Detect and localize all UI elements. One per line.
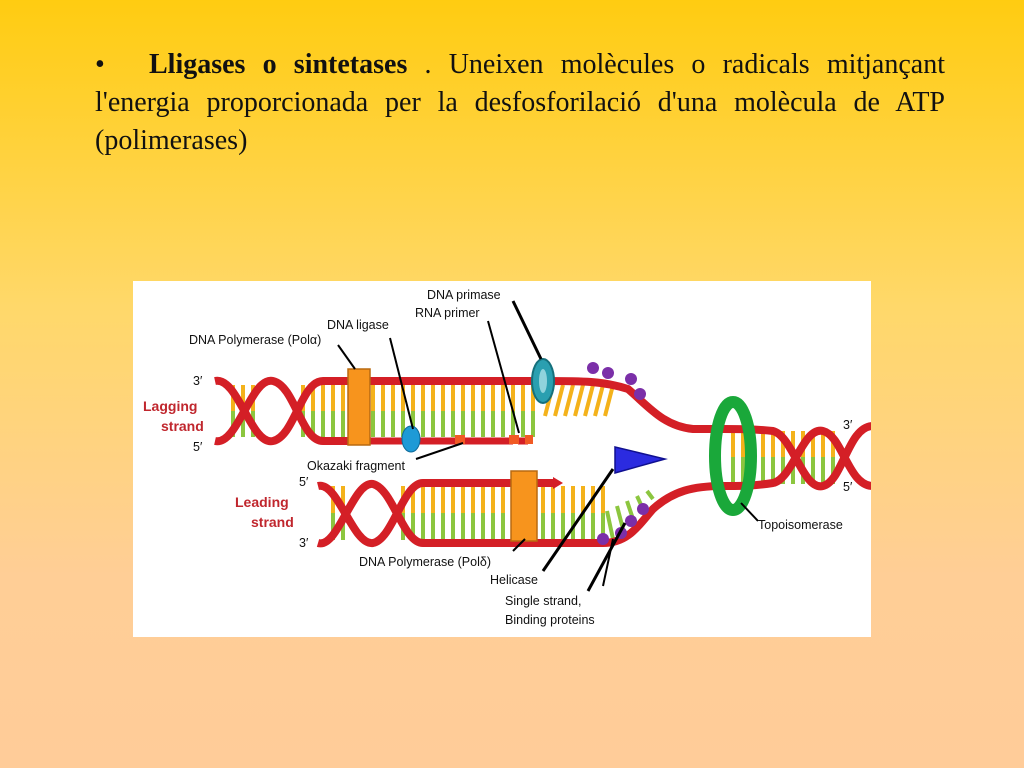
label-3-prime-lead: 3′ [299,536,309,550]
label-dna-ligase: DNA ligase [327,318,389,332]
dna-ligase-shape [401,425,421,453]
label-ssb-2: Binding proteins [505,613,595,627]
unpaired-base [645,489,655,501]
dna-replication-diagram: DNA primase RNA primer DNA ligase DNA Po… [143,288,871,627]
unpaired-base [615,505,625,530]
label-ssb-1: Single strand, [505,594,581,608]
leading-helix [316,477,724,548]
label-dna-polymerase-alpha: DNA Polymerase (Polα) [189,333,321,347]
label-dna-polymerase-delta: DNA Polymerase (Polδ) [359,555,491,569]
unpaired-base [593,384,605,417]
ssb-proteins [587,362,649,545]
label-helicase: Helicase [490,573,538,587]
topoisomerase-shape [709,396,757,516]
label-lagging-2: strand [161,418,204,434]
bullet-term: Lligases o sintetases [149,49,408,80]
label-lagging-1: Lagging [143,398,197,414]
rna-primer-mark [525,435,533,444]
label-5-prime-lead: 5′ [299,475,309,489]
label-5-prime-right: 5′ [843,480,853,494]
bullet-paragraph: • Lligases o sintetases . Uneixen molècul… [95,46,945,160]
label-5-prime-lag: 5′ [193,440,203,454]
label-3-prime-right: 3′ [843,418,853,432]
label-dna-primase: DNA primase [427,288,501,302]
label-topoisomerase: Topoisomerase [758,518,843,532]
bullet-marker: • [95,49,105,80]
bullet-text-line1: . Uneixen molècules o radicals [407,49,810,80]
unpaired-base [603,384,615,417]
label-leading-1: Leading [235,494,289,510]
unpaired-base [553,384,565,417]
label-leading-2: strand [251,514,294,530]
unpaired-base [605,510,615,540]
unpaired-base [563,384,575,417]
rna-primer-mark [509,435,519,444]
label-rna-primer: RNA primer [415,306,480,320]
dna-polymerase-delta-block [510,470,538,542]
helicase-shape [614,446,668,474]
unpaired-base [583,384,595,417]
dna-replication-figure: DNA primase RNA primer DNA ligase DNA Po… [133,281,871,637]
unpaired-base [573,384,585,417]
rna-primer-mark [455,435,465,444]
bullet-text-rest: mitjançant l'energia proporcionada per l… [95,49,945,156]
label-3-prime-lag: 3′ [193,374,203,388]
dna-polymerase-alpha-block [347,368,371,446]
leader-lines [337,300,759,592]
label-okazaki: Okazaki fragment [307,459,405,473]
